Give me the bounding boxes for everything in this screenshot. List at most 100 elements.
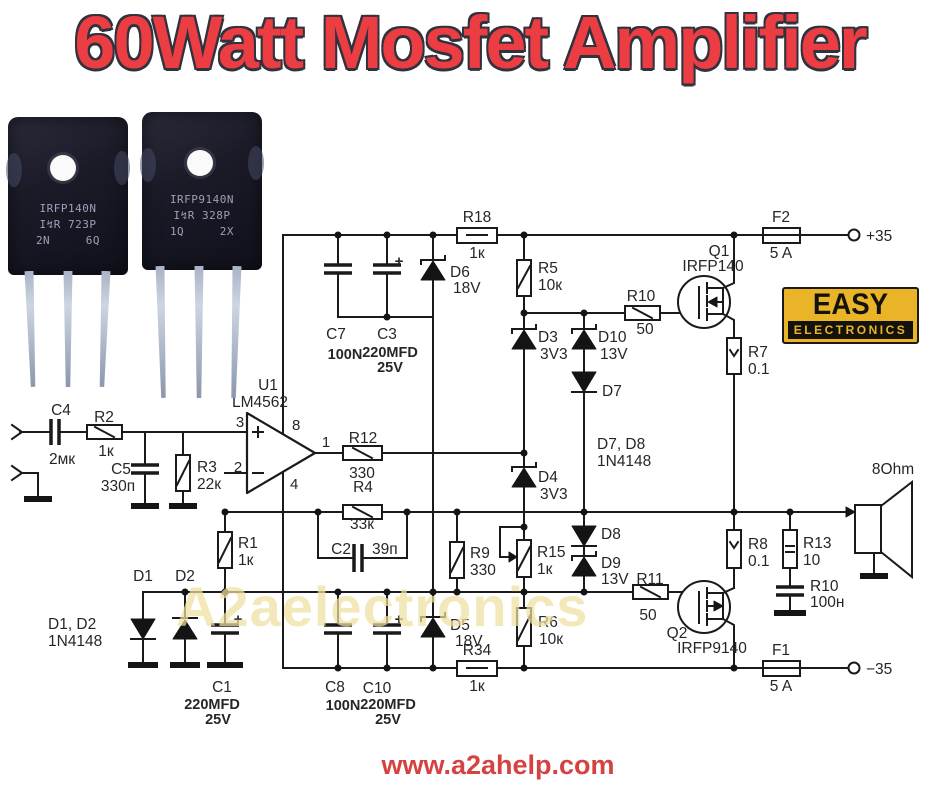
- schematic-label--: +: [395, 253, 404, 270]
- schematic-label-330: 330: [470, 562, 496, 579]
- zener-d4: [511, 462, 537, 488]
- schematic-label-220mfd: 220MFD: [360, 697, 416, 713]
- schematic-label-r6: R6: [538, 614, 558, 631]
- schematic-label-c8: C8: [325, 679, 345, 696]
- schematic-label-3: 3: [236, 414, 244, 431]
- mosfet-q1-irfp140: [677, 234, 735, 339]
- resistor-r5: [516, 259, 532, 297]
- schematic-label-5-a: 5 A: [770, 678, 793, 695]
- resistor-r6: [516, 607, 532, 647]
- schematic-label-d3: D3: [538, 329, 558, 346]
- capacitor-c2: [352, 544, 364, 572]
- schematic-label--35: −35: [866, 661, 892, 678]
- zener-d9: [571, 551, 597, 577]
- schematic-label-1n4148: 1N4148: [597, 453, 651, 470]
- schematic-label-c3: C3: [377, 326, 397, 343]
- capacitor-c4: [49, 419, 61, 445]
- schematic-label-100n: 100N: [326, 698, 361, 714]
- schematic-label-lm4562: LM4562: [232, 394, 288, 411]
- schematic-label-10-: 10к: [539, 631, 563, 648]
- schematic-label-irfp9140: IRFP9140: [677, 640, 747, 657]
- schematic-label-r8: R8: [748, 536, 768, 553]
- schematic-label-c7: C7: [326, 326, 346, 343]
- schematic-label-r4: R4: [353, 479, 373, 496]
- schematic-label-25v: 25V: [375, 712, 401, 728]
- schematic-label--35: +35: [866, 228, 892, 245]
- page-title: 60Watt Mosfet Amplifier: [74, 1, 867, 84]
- schematic-label-5-a: 5 A: [770, 245, 793, 262]
- schematic-label-50: 50: [639, 607, 657, 624]
- capacitor-c7: [324, 263, 352, 275]
- schematic-label-d6: D6: [450, 264, 470, 281]
- schematic-label-r1: R1: [238, 535, 258, 552]
- schematic-label-18v: 18V: [453, 280, 481, 297]
- input-connector: [10, 423, 24, 482]
- terminal-plus35: [847, 228, 861, 242]
- schematic-label-1-: 1к: [469, 678, 485, 695]
- schematic-label-2: 2: [234, 459, 242, 476]
- schematic-label-r3: R3: [197, 459, 217, 476]
- chip-marking: IRFP9140N I↯R 328P 1Q 2X: [169, 193, 235, 238]
- schematic-label-r13: R13: [803, 535, 831, 552]
- schematic-label-100n: 100N: [328, 347, 363, 363]
- schematic-label-220mfd: 220MFD: [362, 345, 418, 361]
- schematic-label-8: 8: [292, 417, 300, 434]
- schematic-label--: +: [395, 611, 404, 628]
- schematic-label-1-: 1к: [238, 552, 254, 569]
- schematic-label-3v3: 3V3: [540, 486, 568, 503]
- schematic-label-1n4148: 1N4148: [48, 633, 102, 650]
- resistor-r12: [342, 445, 383, 461]
- schematic-label-18v: 18V: [455, 633, 483, 650]
- schematic-label-r11: R11: [636, 571, 663, 588]
- chip-body: IRFP9140N I↯R 328P 1Q 2X: [140, 112, 264, 270]
- terminal-minus35: [847, 661, 861, 675]
- schematic-label-q2: Q2: [667, 625, 688, 642]
- resistor-r7: [726, 337, 742, 375]
- schematic-label-r7: R7: [748, 344, 768, 361]
- junction-dots: [181, 231, 794, 672]
- schematic-label-d5: D5: [450, 617, 470, 634]
- schematic-label-4: 4: [290, 476, 298, 493]
- zener-d5: [420, 612, 446, 638]
- schematic-label--: +: [234, 611, 243, 628]
- schematic-label-220mfd: 220MFD: [184, 697, 240, 713]
- schematic-label-r5: R5: [538, 260, 558, 277]
- schematic-label-100-: 100н: [810, 594, 844, 611]
- diode-d1: [130, 618, 156, 640]
- capacitor-c10: [373, 623, 401, 635]
- schematic-label-39-: 39п: [372, 541, 398, 558]
- schematic-label-33-: 33к: [350, 516, 374, 533]
- mounting-hole: [187, 150, 213, 176]
- schematic-label-r10: R10: [627, 288, 656, 305]
- chip-leg: [63, 271, 73, 387]
- resistor-r3: [175, 454, 191, 492]
- resistor-r10-gate: [624, 305, 661, 321]
- schematic-label-u1: U1: [258, 377, 278, 394]
- schematic-label-22-: 22к: [197, 476, 221, 493]
- footer-url: www.a2ahelp.com: [381, 750, 615, 780]
- schematic-label-25v: 25V: [377, 360, 403, 376]
- schematic-label-r12: R12: [349, 430, 377, 447]
- mosfet-q2-irfp9140: [677, 580, 736, 669]
- schematic-label-d9: D9: [601, 555, 621, 572]
- schematic-label-10-: 10к: [538, 277, 562, 294]
- schematic-label-8ohm: 8Ohm: [872, 461, 914, 478]
- schematic-label-10: 10: [803, 552, 821, 569]
- schematic-label-25v: 25V: [205, 712, 231, 728]
- schematic-label-c2: C2: [331, 541, 351, 558]
- capacitor-c8: [324, 623, 352, 635]
- schematic-label-d7: D7: [602, 383, 622, 400]
- resistor-r1: [217, 531, 233, 569]
- schematic-label-irfp140: IRFP140: [682, 258, 744, 275]
- schematic-label-13v: 13V: [600, 346, 628, 363]
- fuse-f2: [762, 227, 801, 244]
- schematic-label-1-: 1к: [537, 561, 553, 578]
- schematic-label-d2: D2: [175, 568, 195, 585]
- capacitors: [49, 263, 804, 635]
- chip-body: IRFP140N I↯R 723P 2N 6Q: [6, 117, 130, 275]
- schematic-label-d4: D4: [538, 469, 558, 486]
- diode-d2: [172, 617, 198, 640]
